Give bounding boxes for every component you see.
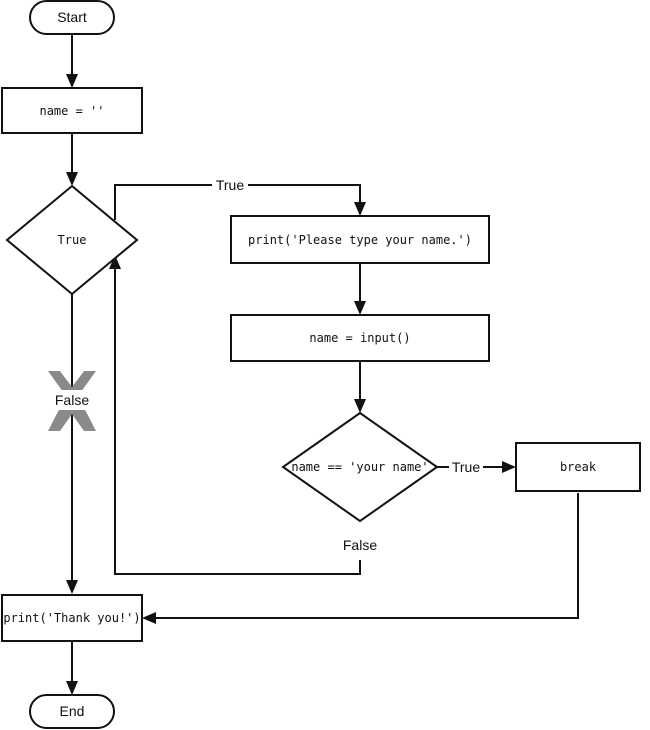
end-node: End (29, 694, 115, 729)
arrowhead (502, 461, 516, 473)
end-label: End (60, 703, 85, 719)
arrowhead (354, 399, 366, 413)
check-name-node: name == 'your name' (281, 411, 439, 523)
break-label: break (560, 460, 597, 474)
print-thanks-label: print('Thank you!') (3, 611, 140, 625)
edge-break-to-thanks (153, 493, 579, 619)
print-prompt-label: print('Please type your name.') (248, 233, 472, 247)
break-node: break (515, 442, 641, 492)
crossed-out-false-path: False (48, 371, 96, 431)
loop-condition-node: True (5, 184, 139, 296)
check-false-edge-label: False (340, 536, 380, 554)
edge-check-false-loop-back (114, 266, 361, 575)
assign-empty-label: name = '' (39, 104, 104, 118)
arrowhead (66, 681, 78, 695)
arrowhead (66, 74, 78, 88)
loop-true-edge-label: True (212, 176, 248, 194)
loop-true-label: True (216, 177, 244, 193)
print-thanks-node: print('Thank you!') (1, 594, 143, 642)
arrowhead (142, 612, 156, 624)
check-false-label: False (343, 537, 377, 553)
start-label: Start (57, 9, 87, 25)
arrowhead (66, 580, 78, 594)
assign-empty-node: name = '' (1, 87, 143, 134)
loop-false-label: False (55, 392, 89, 408)
check-name-label: name == 'your name' (291, 460, 428, 474)
arrowhead (66, 172, 78, 186)
arrowhead (109, 255, 121, 269)
loop-condition-label: True (58, 233, 87, 247)
arrowhead (354, 301, 366, 315)
get-input-label: name = input() (309, 331, 410, 345)
start-node: Start (29, 0, 115, 35)
print-prompt-node: print('Please type your name.') (230, 215, 490, 264)
check-true-label: True (452, 459, 480, 475)
arrowhead (354, 202, 366, 216)
check-true-edge-label: True (449, 458, 483, 476)
get-input-node: name = input() (230, 314, 490, 362)
